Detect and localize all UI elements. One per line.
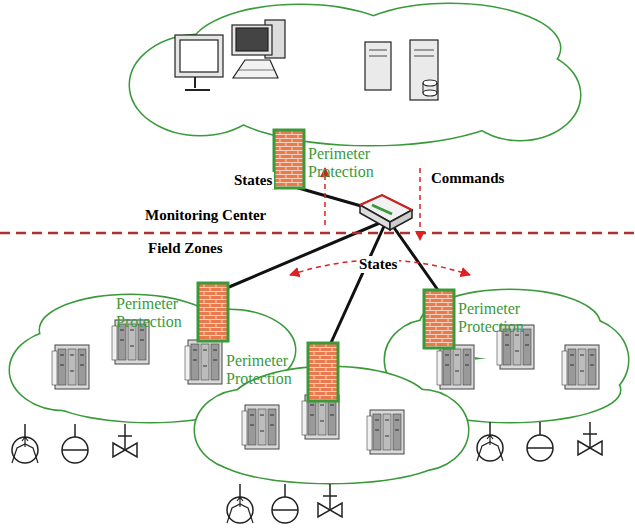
perimeter-label-node: Perimeter Protection <box>116 295 198 331</box>
perimeter-label-node: Perimeter Protection <box>458 300 540 336</box>
perimeter-label-node: Perimeter Protection <box>226 352 308 388</box>
perimeter-text: Perimeter Protection <box>308 145 390 181</box>
zone-label: Monitoring Center <box>145 207 266 224</box>
zone-label: States <box>357 256 399 273</box>
zone-label: States <box>232 172 274 189</box>
perimeter-text: Perimeter Protection <box>116 295 198 331</box>
perimeter-label-node: Perimeter Protection <box>308 145 390 181</box>
zone-label: Commands <box>429 170 506 187</box>
zone-label: Field Zones <box>148 240 223 257</box>
perimeter-text: Perimeter Protection <box>226 352 308 388</box>
perimeter-text: Perimeter Protection <box>458 300 540 336</box>
